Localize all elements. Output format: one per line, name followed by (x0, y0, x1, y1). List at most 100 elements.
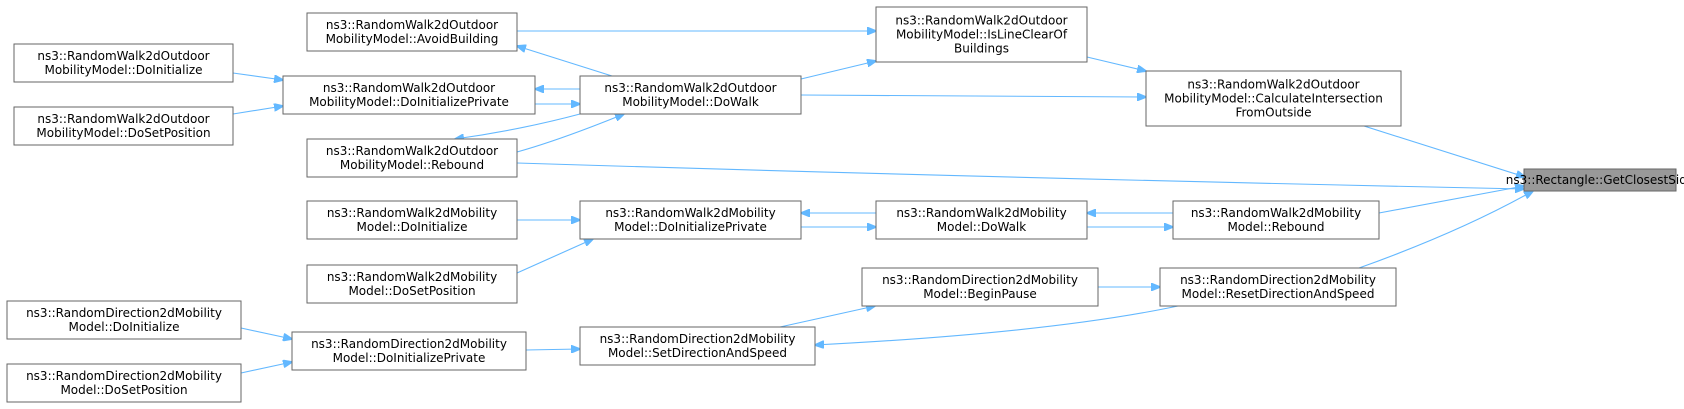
node-rw2do_dosetpos[interactable]: ns3::RandomWalk2dOutdoorMobilityModel::D… (13, 106, 234, 146)
node-box (306, 138, 518, 178)
node-box (6, 363, 242, 403)
node-box (291, 331, 527, 371)
node-box (6, 300, 242, 340)
node-label-line: ns3::RandomWalk2dMobility (327, 206, 497, 220)
node-rw2do_rebound[interactable]: ns3::RandomWalk2dOutdoorMobilityModel::R… (306, 138, 518, 178)
node-label-line: ns3::Rectangle::GetClosestSide (1506, 173, 1684, 187)
node-box (875, 200, 1088, 240)
node-rw2d_doinit[interactable]: ns3::RandomWalk2dMobilityModel::DoInitia… (306, 200, 518, 240)
node-rect_getclosestside[interactable]: ns3::Rectangle::GetClosestSide (1506, 168, 1684, 192)
node-rw2do_doinit[interactable]: ns3::RandomWalk2dOutdoorMobilityModel::D… (13, 43, 234, 83)
edge-rd2d_resetdir-to-rd2d_setdir (815, 305, 1179, 345)
node-box (1159, 267, 1397, 307)
node-box (282, 75, 536, 115)
node-label-line: Model::DoInitialize (357, 220, 468, 234)
node-label-line: ns3::RandomWalk2dMobility (605, 206, 775, 220)
node-label-line: MobilityModel::Rebound (340, 158, 484, 172)
node-label-line: FromOutside (1235, 106, 1311, 120)
node-rd2d_beginpause[interactable]: ns3::RandomDirection2dMobilityModel::Beg… (861, 267, 1099, 307)
node-box (1145, 70, 1402, 127)
node-box (306, 264, 518, 304)
node-rw2do_dowalk[interactable]: ns3::RandomWalk2dOutdoorMobilityModel::D… (579, 75, 802, 115)
node-label-line: ns3::RandomWalk2dOutdoor (323, 81, 495, 95)
node-box (579, 200, 802, 240)
node-box (875, 6, 1088, 63)
node-label-line: MobilityModel::DoWalk (622, 95, 759, 109)
node-label-line: Model::DoInitialize (69, 320, 180, 334)
nodes-layer: ns3::Rectangle::GetClosestSidens3::Rando… (6, 6, 1684, 403)
edge-rw2do_dowalk-to-rw2do_avoidbuilding (517, 46, 613, 77)
node-label-line: ns3::RandomWalk2dOutdoor (1187, 78, 1359, 92)
node-rd2d_dosetpos[interactable]: ns3::RandomDirection2dMobilityModel::DoS… (6, 363, 242, 403)
node-label-line: Model::DoInitializePrivate (333, 351, 486, 365)
node-label-line: ns3::RandomDirection2dMobility (311, 337, 507, 351)
node-label-line: ns3::RandomWalk2dOutdoor (895, 14, 1067, 28)
node-rd2d_doinitprivate[interactable]: ns3::RandomDirection2dMobilityModel::DoI… (291, 331, 527, 371)
node-box (579, 75, 802, 115)
node-label-line: Model::SetDirectionAndSpeed (608, 346, 787, 360)
node-box (306, 200, 518, 240)
node-rw2do_avoidbuilding[interactable]: ns3::RandomWalk2dOutdoorMobilityModel::A… (306, 12, 518, 52)
node-label-line: ns3::RandomDirection2dMobility (600, 332, 796, 346)
node-label-line: ns3::RandomWalk2dMobility (327, 270, 497, 284)
node-label-line: ns3::RandomWalk2dOutdoor (37, 49, 209, 63)
edge-rd2d_doinit-to-rd2d_doinitprivate (240, 327, 292, 339)
edge-rd2d_dosetpos-to-rd2d_doinitprivate (240, 362, 292, 374)
edge-rw2d_dosetpos-to-rw2d_doinitprivate (516, 239, 593, 274)
edge-rd2d_setdir-to-rd2d_beginpause (779, 306, 875, 328)
node-label-line: Model::ResetDirectionAndSpeed (1182, 287, 1375, 301)
edge-rw2do_rebound-to-rect_getclosestside (516, 162, 1524, 189)
edge-rw2do_dowalk-to-rw2do_rebound (455, 113, 581, 139)
node-label-line: MobilityModel::DoInitialize (44, 63, 202, 77)
node-label-line: Model::Rebound (1227, 220, 1324, 234)
node-label-line: Model::DoInitializePrivate (614, 220, 767, 234)
node-box (13, 106, 234, 146)
node-label-line: ns3::RandomDirection2dMobility (26, 369, 222, 383)
edge-rw2do_doinit-to-rw2do_doinitprivate (232, 72, 283, 80)
node-label-line: MobilityModel::CalculateIntersection (1164, 92, 1383, 106)
node-rw2d_doinitprivate[interactable]: ns3::RandomWalk2dMobilityModel::DoInitia… (579, 200, 802, 240)
node-label-line: ns3::RandomWalk2dMobility (1191, 206, 1361, 220)
node-rw2do_islineclear[interactable]: ns3::RandomWalk2dOutdoorMobilityModel::I… (875, 6, 1088, 63)
node-label-line: Model::BeginPause (923, 287, 1037, 301)
node-label-line: ns3::RandomWalk2dOutdoor (326, 18, 498, 32)
node-label-line: MobilityModel::DoInitializePrivate (309, 95, 509, 109)
node-rw2d_dosetpos[interactable]: ns3::RandomWalk2dMobilityModel::DoSetPos… (306, 264, 518, 304)
node-rd2d_doinit[interactable]: ns3::RandomDirection2dMobilityModel::DoI… (6, 300, 242, 340)
node-label-line: ns3::RandomDirection2dMobility (1180, 273, 1376, 287)
edges-layer (232, 31, 1533, 374)
node-label-line: ns3::RandomDirection2dMobility (882, 273, 1078, 287)
node-label-line: ns3::RandomWalk2dOutdoor (604, 81, 776, 95)
node-box (306, 12, 518, 52)
node-label-line: ns3::RandomDirection2dMobility (26, 306, 222, 320)
edge-rw2do_calcintersect-to-rect_getclosestside (1363, 125, 1525, 177)
edge-rw2do_rebound-to-rw2do_dowalk (516, 114, 624, 153)
node-box (1523, 168, 1677, 192)
node-label-line: MobilityModel::AvoidBuilding (326, 32, 499, 46)
edge-rw2d_rebound-to-rect_getclosestside (1378, 186, 1524, 214)
edge-rw2do_islineclear-to-rw2do_calcintersect (1086, 56, 1146, 71)
node-label-line: ns3::RandomWalk2dMobility (896, 206, 1066, 220)
node-label-line: Model::DoSetPosition (60, 383, 187, 397)
node-label-line: MobilityModel::IsLineClearOf (896, 28, 1068, 42)
node-label-line: ns3::RandomWalk2dOutdoor (37, 112, 209, 126)
edge-rw2do_dosetpos-to-rw2do_doinitprivate (232, 106, 283, 115)
node-box (13, 43, 234, 83)
node-box (861, 267, 1099, 307)
node-box (1172, 200, 1380, 240)
edge-rd2d_resetdir-to-rect_getclosestside (1358, 191, 1533, 269)
node-label-line: ns3::RandomWalk2dOutdoor (326, 144, 498, 158)
node-label-line: Buildings (954, 42, 1009, 56)
edge-rw2do_dowalk-to-rw2do_islineclear (800, 61, 876, 80)
edge-rd2d_doinitprivate-to-rd2d_setdir (525, 349, 580, 350)
node-rw2do_doinitprivate[interactable]: ns3::RandomWalk2dOutdoorMobilityModel::D… (282, 75, 536, 115)
node-rw2do_calcintersect[interactable]: ns3::RandomWalk2dOutdoorMobilityModel::C… (1145, 70, 1402, 127)
node-label-line: Model::DoSetPosition (348, 284, 475, 298)
node-rd2d_resetdir[interactable]: ns3::RandomDirection2dMobilityModel::Res… (1159, 267, 1397, 307)
node-box (579, 326, 816, 366)
node-rd2d_setdir[interactable]: ns3::RandomDirection2dMobilityModel::Set… (579, 326, 816, 366)
edge-rw2do_dowalk-to-rw2do_calcintersect (800, 95, 1146, 97)
